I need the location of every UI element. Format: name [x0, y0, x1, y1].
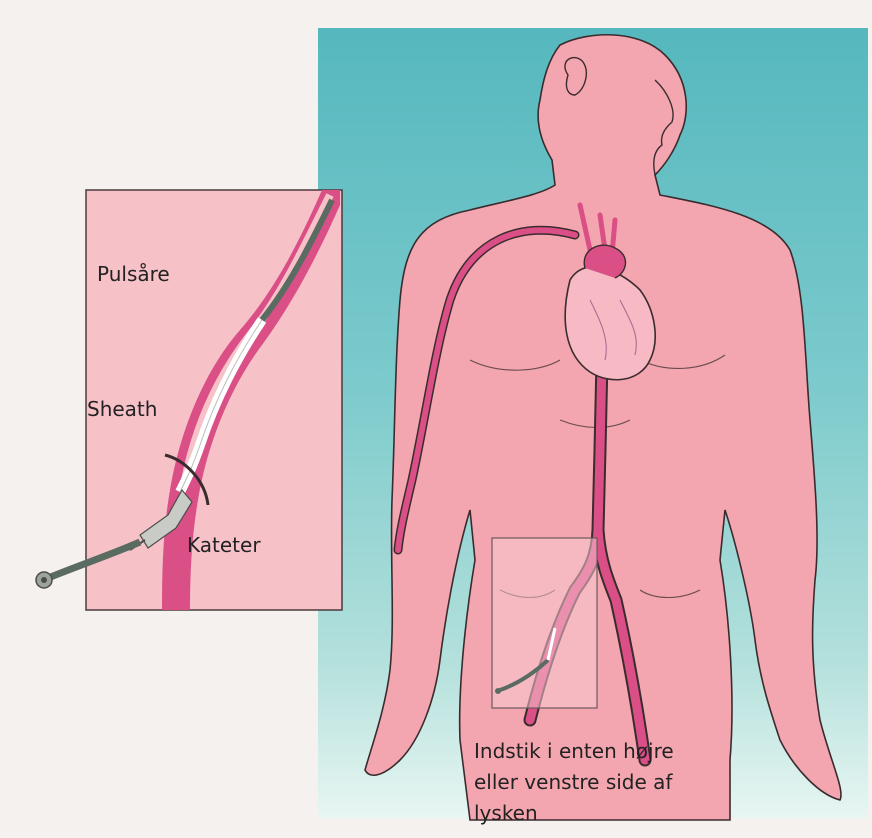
label-catheter: Kateter [187, 532, 261, 558]
groin-inset-box [492, 538, 597, 708]
caption-text: Indstik i enten højre eller venstre side… [474, 736, 774, 829]
caption-line-3: lysken [474, 798, 774, 829]
caption-line-1: Indstik i enten højre [474, 736, 774, 767]
label-artery: Pulsåre [97, 261, 170, 287]
caption-line-2: eller venstre side af [474, 767, 774, 798]
label-sheath: Sheath [87, 396, 157, 422]
